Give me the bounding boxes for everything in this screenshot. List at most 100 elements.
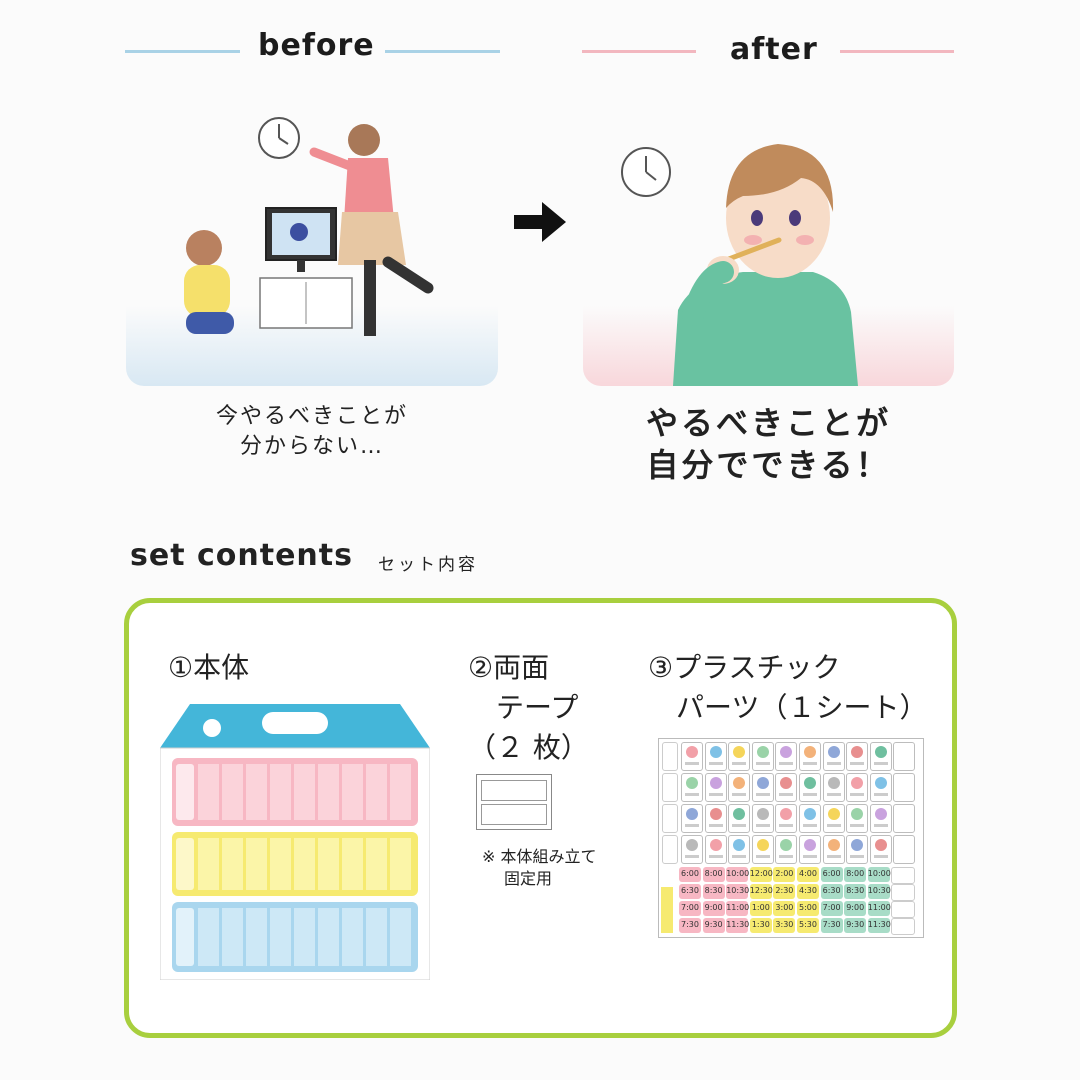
sticker-caption-mark bbox=[732, 855, 747, 858]
blue-cells bbox=[198, 908, 414, 966]
sticker-cell bbox=[822, 742, 845, 771]
sheet-margin-cell bbox=[662, 742, 678, 771]
sticker-caption-mark bbox=[779, 824, 794, 827]
sticker-cell bbox=[775, 835, 798, 864]
after-illustration bbox=[583, 100, 954, 386]
time-tile: 10:00 bbox=[867, 867, 891, 882]
before-illustration bbox=[126, 100, 498, 386]
sticker-icon bbox=[874, 746, 887, 758]
sticker-icon bbox=[804, 746, 816, 758]
sticker-cell bbox=[704, 835, 727, 864]
time-tile: 2:30 bbox=[773, 884, 796, 899]
sticker-icon bbox=[709, 777, 722, 789]
sticker-cell bbox=[822, 835, 845, 864]
time-tile: 10:30 bbox=[726, 884, 749, 899]
time-tile: 3:00 bbox=[773, 901, 796, 916]
tape-note-line2: 固定用 bbox=[504, 869, 553, 888]
sticker-cell bbox=[846, 804, 869, 833]
sticker-cell bbox=[869, 773, 892, 802]
sticker-icon bbox=[827, 777, 840, 789]
set-contents-subtitle: セット内容 bbox=[378, 555, 478, 575]
clock-icon bbox=[258, 117, 300, 159]
sticker-icon bbox=[686, 808, 698, 820]
sticker-icon bbox=[851, 777, 864, 789]
sticker-icon bbox=[851, 808, 864, 820]
sticker-icon bbox=[874, 777, 887, 789]
sticker-cell bbox=[822, 804, 845, 833]
board-row-yellow bbox=[172, 832, 418, 896]
sticker-cell bbox=[775, 773, 798, 802]
time-tile: 7:30 bbox=[679, 918, 701, 933]
sticker-cell bbox=[681, 804, 703, 833]
sticker-caption-mark bbox=[850, 762, 865, 765]
yellow-cells bbox=[198, 838, 414, 890]
time-tile: 8:30 bbox=[844, 884, 867, 899]
sticker-caption-mark bbox=[685, 793, 699, 796]
item2-label: ②両面 テープ （２ 枚） bbox=[468, 651, 589, 764]
sticker-cell bbox=[869, 835, 892, 864]
tape-strip-2 bbox=[481, 804, 547, 825]
sticker-caption-mark bbox=[850, 793, 865, 796]
item1-label: ①本体 bbox=[168, 651, 250, 684]
time-tile: 5:00 bbox=[797, 901, 819, 916]
sticker-icon bbox=[804, 808, 816, 820]
child-figure bbox=[184, 230, 234, 334]
sticker-icon bbox=[686, 839, 698, 851]
time-tile: 8:30 bbox=[702, 884, 725, 899]
before-header: before bbox=[258, 28, 375, 63]
sticker-cell bbox=[751, 835, 774, 864]
sticker-caption-mark bbox=[755, 762, 770, 765]
row-label-morning bbox=[176, 764, 194, 820]
clock-icon bbox=[621, 147, 671, 197]
sticker-cell bbox=[869, 804, 892, 833]
time-blank-tile bbox=[891, 884, 916, 901]
board-row-pink bbox=[172, 758, 418, 826]
sticker-icon bbox=[733, 839, 746, 851]
pink-cells bbox=[198, 764, 414, 820]
time-tile: 9:30 bbox=[844, 918, 867, 933]
sticker-caption-mark bbox=[755, 793, 770, 796]
sticker-caption-mark bbox=[873, 793, 888, 796]
sticker-icon bbox=[756, 777, 769, 789]
sticker-cell bbox=[728, 742, 751, 771]
sticker-caption-mark bbox=[708, 793, 723, 796]
time-tile: 6:30 bbox=[820, 884, 843, 899]
time-tile: 9:30 bbox=[702, 918, 725, 933]
sticker-icon bbox=[780, 746, 793, 758]
sticker-cell bbox=[846, 742, 869, 771]
time-blank-tile bbox=[891, 867, 916, 884]
sticker-cell bbox=[799, 773, 821, 802]
sticker-caption-mark bbox=[708, 855, 723, 858]
sticker-icon bbox=[804, 839, 816, 851]
after-caption: やるべきことが 自分でできる！ bbox=[583, 402, 954, 486]
time-blank-tile bbox=[891, 901, 916, 918]
sticker-icon bbox=[851, 839, 864, 851]
sticker-icon bbox=[733, 746, 746, 758]
sticker-caption-mark bbox=[708, 824, 723, 827]
sticker-icon bbox=[780, 839, 793, 851]
sticker-cell bbox=[681, 835, 703, 864]
sticker-icon bbox=[827, 839, 840, 851]
sticker-cell bbox=[846, 773, 869, 802]
sticker-cell bbox=[799, 804, 821, 833]
time-tile: 11:30 bbox=[867, 918, 891, 933]
sticker-cell bbox=[751, 742, 774, 771]
board-row-blue bbox=[172, 902, 418, 972]
after-header: after bbox=[730, 32, 818, 67]
sticker-icon bbox=[733, 777, 746, 789]
after-line-right bbox=[840, 50, 954, 53]
before-caption: 今やるべきことが 分からない… bbox=[126, 402, 498, 462]
time-tile: 12:30 bbox=[749, 884, 773, 899]
sticker-icon bbox=[874, 839, 887, 851]
right-arrow-icon bbox=[510, 200, 570, 244]
before-line-right bbox=[385, 50, 500, 53]
sticker-cell bbox=[681, 742, 703, 771]
sheet-margin-cell bbox=[662, 804, 678, 833]
time-tile: 8:00 bbox=[702, 867, 725, 882]
sticker-cell bbox=[822, 773, 845, 802]
sticker-caption-mark bbox=[826, 824, 841, 827]
time-tile: 11:30 bbox=[726, 918, 749, 933]
sticker-cell bbox=[799, 835, 821, 864]
sticker-cell bbox=[681, 773, 703, 802]
time-tile: 7:30 bbox=[820, 918, 843, 933]
